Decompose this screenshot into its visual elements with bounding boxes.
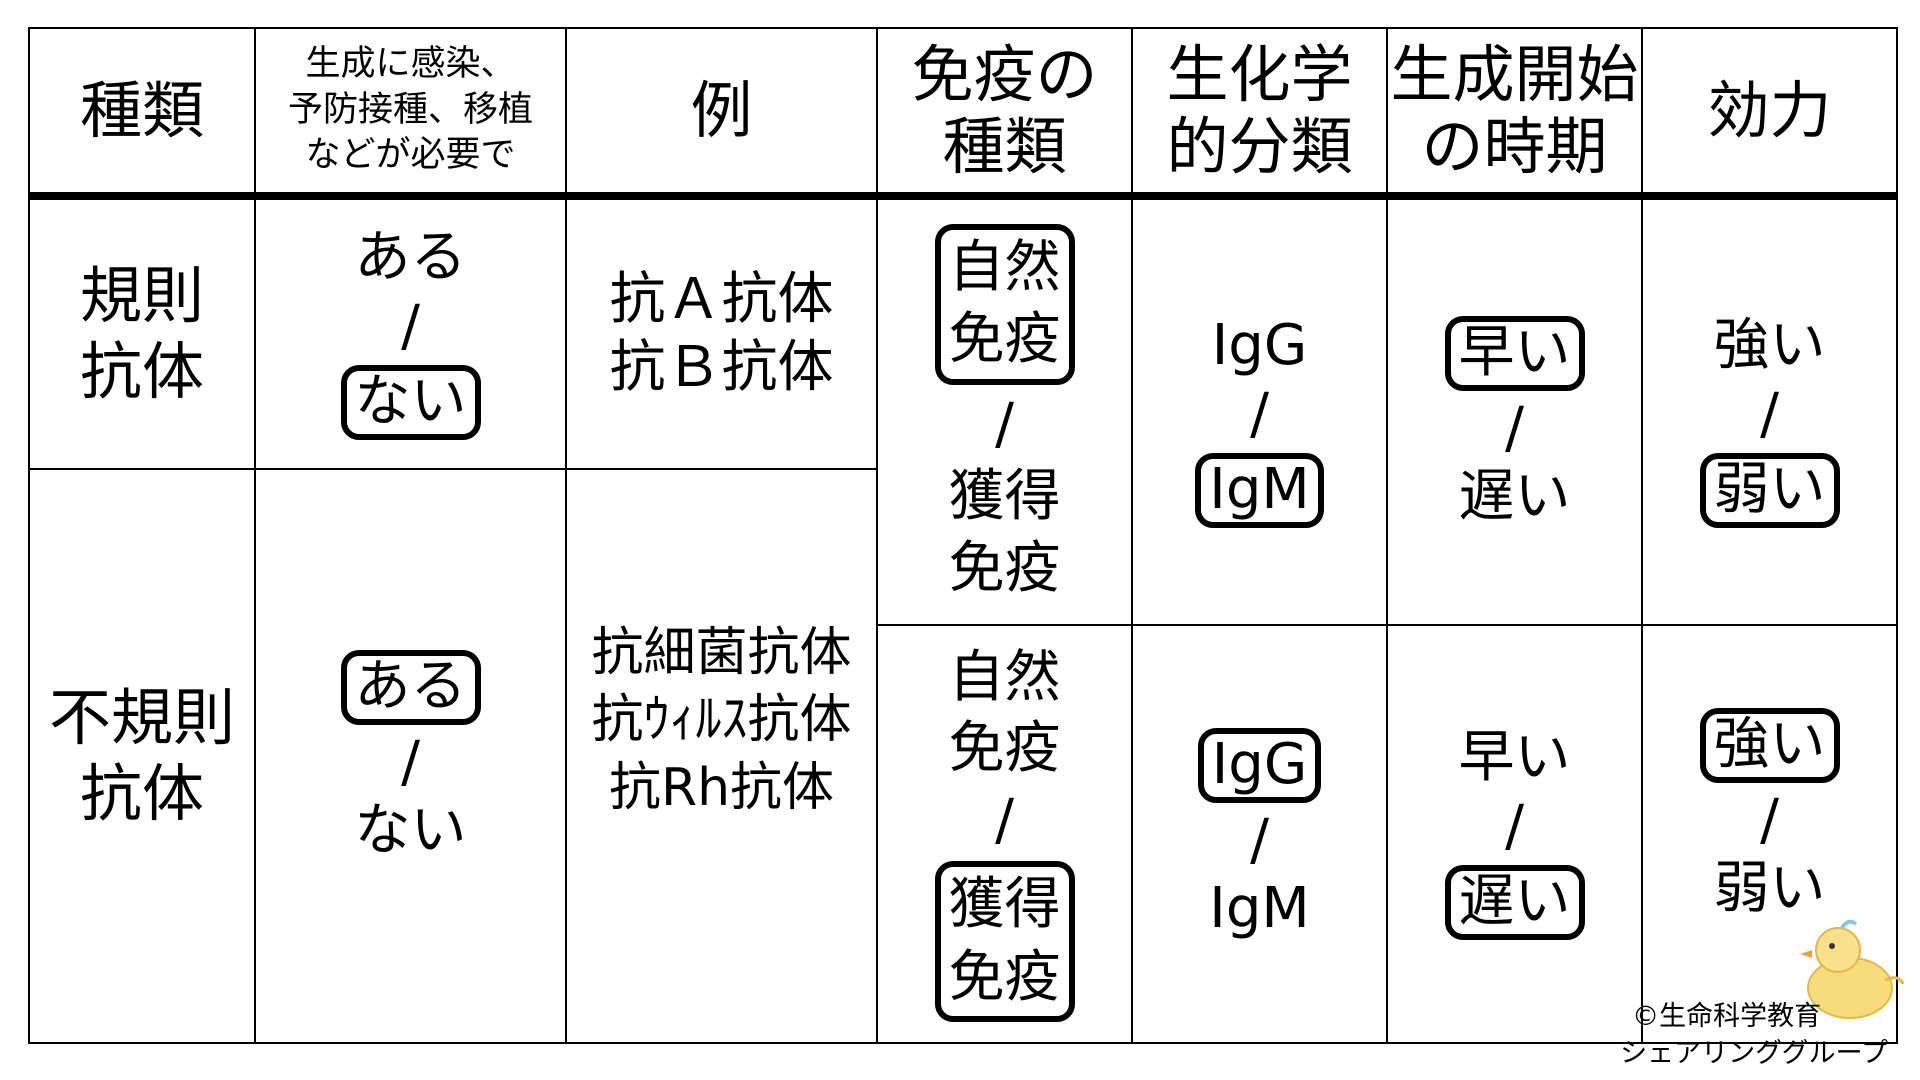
row2-type-line: 不規則 — [48, 681, 235, 755]
header-immunity: 免疫の 種類 — [878, 29, 1131, 192]
grid-line — [876, 27, 878, 1044]
header-example-label: 例 — [690, 73, 753, 147]
immunity-row2-a-line: 免疫 — [948, 716, 1061, 782]
potency-row1-b-highlight: 弱い — [1699, 452, 1840, 528]
header-type-label: 種類 — [79, 73, 204, 147]
onset-row1: 早い / 遅い — [1388, 200, 1641, 624]
row2-example-line: 抗ｳｨﾙｽ抗体 — [591, 690, 852, 751]
grid-line — [1131, 27, 1133, 1044]
biochem-row2: IgG / IgM — [1133, 626, 1386, 1042]
header-potency: 効力 — [1643, 29, 1896, 192]
grid-line — [28, 468, 877, 470]
header-type: 種類 — [30, 29, 254, 192]
potency-row2-sep: / — [1760, 788, 1779, 854]
grid-line — [28, 27, 30, 1044]
grid-line — [565, 27, 567, 1044]
row2-required-sep: / — [401, 730, 420, 796]
row2-required-a-highlight: ある — [340, 650, 481, 726]
potency-row1: 強い / 弱い — [1643, 200, 1896, 624]
header-onset-line: の時期 — [1421, 109, 1608, 183]
credit-line: ©生命科学教育 — [1632, 1001, 1822, 1033]
immunity-row2-a-line: 自然 — [948, 644, 1061, 710]
header-required-line: 予防接種、移植 — [287, 89, 533, 130]
grid-line — [876, 624, 1898, 626]
grid-line — [1386, 27, 1388, 1044]
grid-line — [28, 27, 1898, 29]
immunity-row1-b-line: 獲得 — [948, 463, 1061, 529]
row1-example-line: 抗Ｂ抗体 — [609, 335, 834, 400]
biochem-row2-a-highlight: IgG — [1197, 728, 1322, 804]
row1-type: 規則 抗体 — [30, 200, 254, 468]
header-immunity-line: 種類 — [942, 109, 1067, 183]
row2-required-b: ない — [354, 798, 467, 864]
immunity-row1-sep: / — [995, 392, 1014, 458]
credit-line: シェアリンググループ — [1620, 1037, 1888, 1069]
onset-row1-b: 遅い — [1458, 464, 1571, 530]
biochem-row1-a: IgG — [1211, 313, 1308, 379]
row2-type: 不規則 抗体 — [30, 470, 254, 1042]
grid-line — [1641, 27, 1643, 1044]
immunity-row2-b-highlight: 獲得 免疫 — [934, 860, 1075, 1023]
onset-row1-sep: / — [1505, 396, 1524, 462]
header-required-line: 生成に感染、 — [305, 44, 516, 85]
immunity-row1-b-line: 免疫 — [948, 535, 1061, 601]
header-separator — [28, 192, 1898, 200]
header-biochem-line: 生化学 — [1166, 38, 1353, 112]
row1-required-a: ある — [354, 225, 467, 291]
row1-required-b-highlight: ない — [340, 364, 481, 440]
header-biochem-line: 的分類 — [1166, 109, 1353, 183]
row1-type-line: 規則 — [79, 259, 204, 333]
biochem-row1-b-highlight: IgM — [1195, 452, 1324, 528]
grid-line — [254, 27, 256, 1044]
header-potency-label: 効力 — [1707, 73, 1832, 147]
immunity-row1-a-highlight: 自然 免疫 — [934, 223, 1075, 386]
immunity-row1-a-line: 自然 — [948, 234, 1061, 300]
row2-example-line: 抗細菌抗体 — [591, 622, 852, 683]
row1-example-line: 抗Ａ抗体 — [609, 266, 834, 332]
immunity-row1-a-line: 免疫 — [948, 307, 1061, 373]
immunity-row2-b-line: 免疫 — [948, 944, 1061, 1010]
header-onset: 生成開始 の時期 — [1388, 29, 1641, 192]
potency-row1-sep: / — [1760, 381, 1779, 447]
header-onset-line: 生成開始 — [1390, 38, 1639, 112]
row2-example: 抗細菌抗体 抗ｳｨﾙｽ抗体 抗Rh抗体 — [567, 470, 876, 1042]
grid-line — [28, 1042, 1898, 1044]
onset-row2-sep: / — [1505, 793, 1524, 859]
onset-row1-a-highlight: 早い — [1444, 316, 1585, 392]
biochem-row2-sep: / — [1250, 808, 1269, 874]
potency-row2-b: 弱い — [1713, 856, 1826, 922]
immunity-row2: 自然 免疫 / 獲得 免疫 — [878, 626, 1131, 1042]
header-biochem: 生化学 的分類 — [1133, 29, 1386, 192]
biochem-row2-b: IgM — [1209, 876, 1310, 942]
row1-example: 抗Ａ抗体 抗Ｂ抗体 — [567, 200, 876, 468]
onset-row2-b-highlight: 遅い — [1444, 864, 1585, 940]
header-example: 例 — [567, 29, 876, 192]
header-required: 生成に感染、 予防接種、移植 などが必要で — [256, 29, 565, 192]
chick-mascot-icon — [1800, 919, 1905, 1019]
copyright-credit: ©生命科学教育 シェアリンググループ — [1620, 999, 1888, 1072]
potency-row2-a-highlight: 強い — [1699, 708, 1840, 784]
row2-required: ある / ない — [256, 470, 565, 1042]
row2-example-line: 抗Rh抗体 — [608, 757, 835, 818]
potency-row2: 強い / 弱い — [1643, 626, 1896, 1042]
header-required-line: などが必要で — [305, 135, 516, 176]
potency-row1-a: 強い — [1713, 313, 1826, 379]
header-immunity-line: 免疫の — [911, 38, 1098, 112]
row2-type-line: 抗体 — [79, 757, 204, 830]
immunity-row2-b-line: 獲得 — [948, 871, 1061, 937]
row1-required-sep: / — [401, 293, 420, 359]
immunity-row1: 自然 免疫 / 獲得 免疫 — [878, 200, 1131, 624]
onset-row2: 早い / 遅い — [1388, 626, 1641, 1042]
row1-type-line: 抗体 — [79, 335, 204, 408]
biochem-row1-sep: / — [1250, 381, 1269, 447]
grid-line — [1896, 27, 1898, 1044]
row1-required: ある / ない — [256, 200, 565, 468]
immunity-row2-sep: / — [995, 788, 1014, 854]
onset-row2-a: 早い — [1458, 725, 1571, 791]
biochem-row1: IgG / IgM — [1133, 200, 1386, 624]
